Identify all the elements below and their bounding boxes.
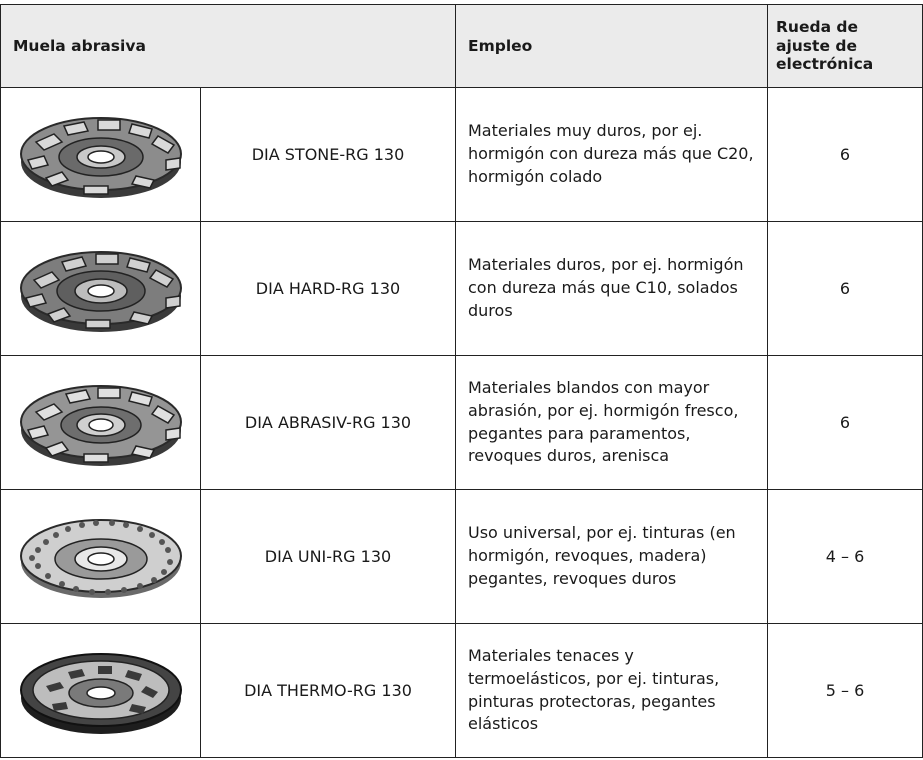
wheel-name: DIA UNI-RG 130 (200, 489, 456, 624)
table-row: DIA UNI-RG 130 Uso universal, por ej. ti… (0, 489, 923, 624)
wheel-name: DIA ABRASIV-RG 130 (200, 355, 456, 490)
diamond-cup-wheel-segmented-icon (19, 385, 182, 466)
header-setting: Rueda de ajuste de electrónica (767, 4, 923, 88)
wheel-use: Uso universal, por ej. tinturas (en horm… (455, 489, 768, 624)
wheel-image-cell (0, 489, 201, 624)
table-header-row: Muela abrasiva Empleo Rueda de ajuste de… (0, 4, 923, 88)
table-row: DIA HARD-RG 130 Materiales duros, por ej… (0, 221, 923, 356)
diamond-cup-wheel-segmented-icon (19, 117, 182, 198)
wheel-use: Materiales duros, por ej. hormigón con d… (455, 221, 768, 356)
wheel-setting: 5 – 6 (767, 623, 923, 758)
wheel-setting: 6 (767, 221, 923, 356)
wheel-setting: 6 (767, 355, 923, 490)
wheel-setting: 6 (767, 87, 923, 222)
diamond-cup-wheel-smooth-icon (19, 653, 182, 734)
table-row: DIA STONE-RG 130 Materiales muy duros, p… (0, 87, 923, 222)
wheel-name: DIA HARD-RG 130 (200, 221, 456, 356)
grinding-wheel-table: Muela abrasiva Empleo Rueda de ajuste de… (0, 4, 923, 758)
wheel-image-cell (0, 355, 201, 490)
wheel-use: Materiales tenaces y termoelásticos, por… (455, 623, 768, 758)
header-use: Empleo (455, 4, 768, 88)
diamond-cup-wheel-segmented-icon (19, 251, 182, 332)
wheel-image-cell (0, 623, 201, 758)
wheel-setting: 4 – 6 (767, 489, 923, 624)
wheel-image-cell (0, 221, 201, 356)
table-row: DIA ABRASIV-RG 130 Materiales blandos co… (0, 355, 923, 490)
wheel-use: Materiales muy duros, por ej. hormigón c… (455, 87, 768, 222)
wheel-use: Materiales blandos con mayor abrasión, p… (455, 355, 768, 490)
wheel-name: DIA STONE-RG 130 (200, 87, 456, 222)
table-row: DIA THERMO-RG 130 Materiales tenaces y t… (0, 623, 923, 758)
wheel-name: DIA THERMO-RG 130 (200, 623, 456, 758)
wheel-image-cell (0, 87, 201, 222)
header-wheel: Muela abrasiva (0, 4, 456, 88)
diamond-cup-wheel-perforated-icon (19, 519, 182, 598)
